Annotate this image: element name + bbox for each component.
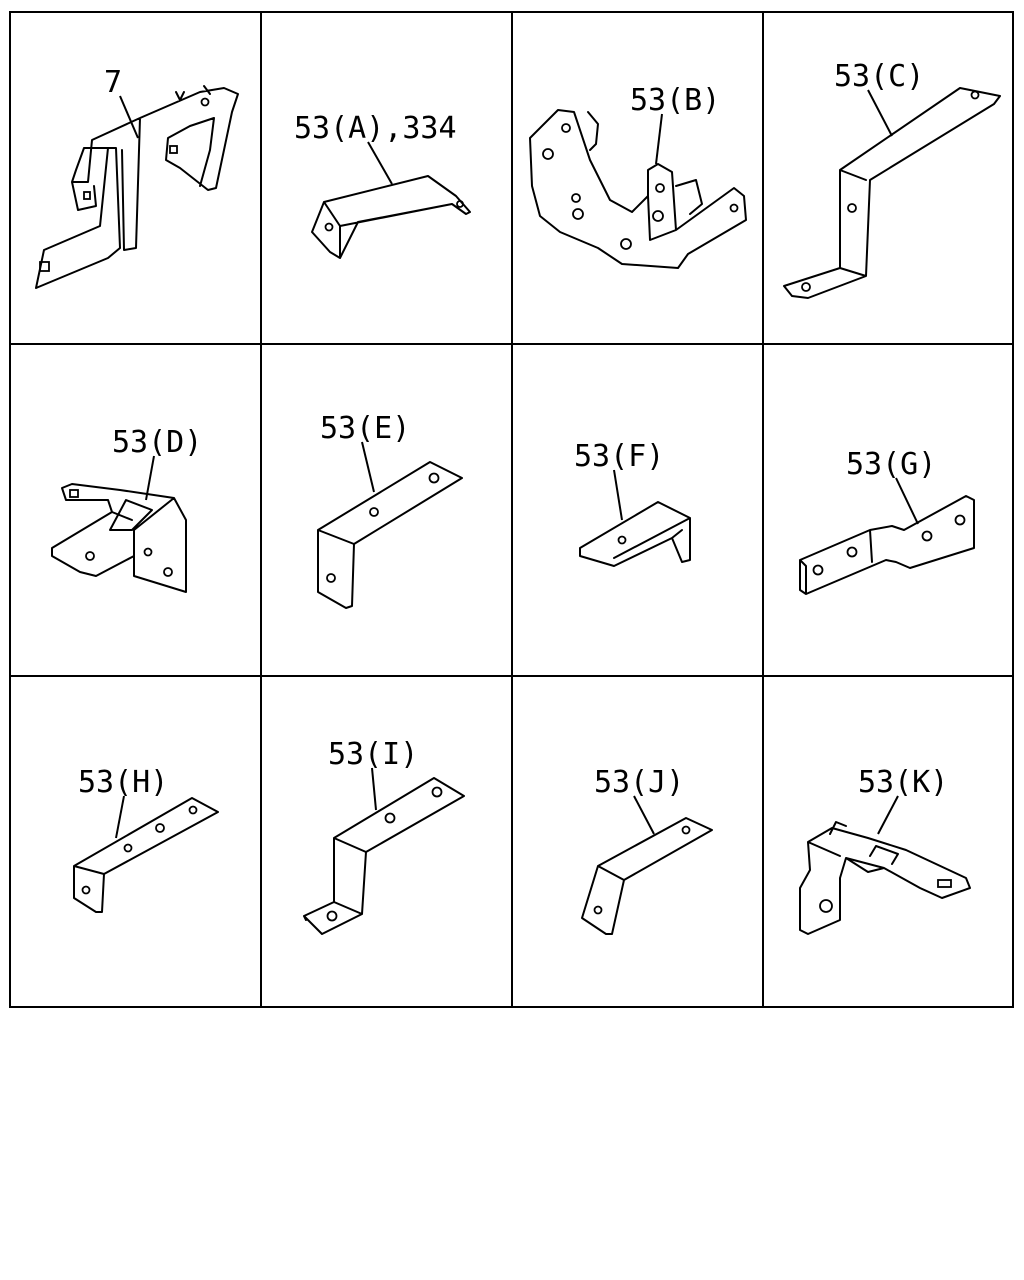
part-label: 53(B)	[630, 83, 720, 118]
bolt-hole	[846, 546, 858, 558]
part-53j[interactable]: 53(J)	[581, 765, 713, 935]
bracket-53k	[799, 821, 971, 935]
bolt-hole	[542, 148, 554, 160]
part-53k[interactable]: 53(K)	[799, 765, 971, 935]
part-label: 53(F)	[574, 439, 664, 474]
part-label: 7	[104, 65, 122, 100]
leader-line	[371, 767, 377, 811]
bolt-hole	[954, 514, 966, 526]
part-label: 53(G)	[846, 447, 936, 482]
leader-line	[867, 89, 893, 137]
square-hole	[83, 191, 91, 200]
part-label: 53(K)	[858, 765, 948, 800]
leader-line	[119, 95, 139, 139]
bracket-53i	[303, 777, 465, 935]
leader-line	[145, 455, 155, 501]
part-53c[interactable]: 53(C)	[783, 59, 1001, 299]
square-hole	[169, 145, 178, 154]
part-7[interactable]: 7	[35, 65, 239, 289]
bracket-53e	[317, 461, 463, 609]
part-label: 53(D)	[112, 425, 202, 460]
bolt-hole	[652, 210, 664, 222]
bolt-hole	[617, 535, 627, 545]
part-53h[interactable]: 53(H)	[73, 765, 219, 913]
bracket-53h	[73, 797, 219, 913]
part-53e[interactable]: 53(E)	[317, 411, 463, 609]
leader-line	[115, 795, 125, 839]
bracket-7	[35, 85, 239, 289]
part-53g[interactable]: 53(G)	[799, 447, 975, 595]
bolt-hole	[572, 208, 584, 220]
bolt-hole	[801, 282, 811, 292]
bolt-hole	[200, 97, 210, 107]
square-hole	[69, 489, 79, 498]
bolt-hole	[561, 123, 571, 133]
bracket-53d	[51, 483, 187, 593]
leader-line	[613, 469, 623, 521]
leader-line	[633, 795, 655, 835]
bolt-hole	[143, 547, 153, 557]
bolt-hole	[163, 567, 173, 577]
bracket-53b	[529, 109, 747, 269]
bolt-hole	[921, 530, 933, 542]
bolt-hole	[812, 564, 824, 576]
square-hole	[39, 261, 50, 272]
bolt-hole	[655, 183, 665, 193]
leader-line	[367, 141, 393, 185]
part-53f[interactable]: 53(F)	[574, 439, 691, 567]
part-label: 53(I)	[328, 737, 418, 772]
part-53d[interactable]: 53(D)	[51, 425, 202, 593]
leader-line	[877, 795, 899, 835]
bolt-hole	[970, 90, 980, 100]
bracket-53f	[579, 501, 691, 567]
bolt-hole	[571, 193, 581, 203]
leader-line	[361, 441, 375, 493]
bolt-hole	[324, 222, 334, 232]
bolt-hole	[369, 507, 379, 517]
part-53i[interactable]: 53(I)	[303, 737, 465, 935]
bolt-hole	[847, 203, 857, 213]
part-53b[interactable]: 53(B)	[529, 83, 747, 269]
part-label: 53(J)	[594, 765, 684, 800]
bolt-hole	[85, 551, 95, 561]
bolt-hole	[819, 899, 833, 913]
bolt-hole	[81, 885, 91, 895]
bolt-hole	[326, 910, 338, 922]
bracket-53c	[783, 87, 1001, 299]
bracket-53a	[311, 175, 471, 259]
part-label: 53(C)	[834, 59, 924, 94]
bolt-hole	[428, 472, 440, 484]
leader-line	[655, 113, 663, 165]
bolt-hole	[326, 573, 336, 583]
bolt-hole	[431, 786, 443, 798]
part-label: 53(A),334	[294, 111, 457, 146]
parts-grid	[9, 11, 1014, 1008]
bolt-hole	[681, 825, 691, 835]
part-label: 53(H)	[78, 765, 168, 800]
part-label: 53(E)	[320, 411, 410, 446]
bracket-53g	[799, 495, 975, 595]
bolt-hole	[155, 823, 165, 833]
bolt-hole	[123, 843, 133, 853]
bolt-hole	[620, 238, 632, 250]
bolt-hole	[729, 203, 739, 213]
part-53a-334[interactable]: 53(A),334	[294, 111, 471, 259]
slot-hole	[937, 879, 952, 888]
bolt-hole	[456, 200, 464, 208]
bolt-hole	[188, 805, 198, 815]
bolt-hole	[593, 905, 603, 915]
bolt-hole	[384, 812, 396, 824]
bracket-53j	[581, 817, 713, 935]
leader-line	[895, 477, 919, 525]
